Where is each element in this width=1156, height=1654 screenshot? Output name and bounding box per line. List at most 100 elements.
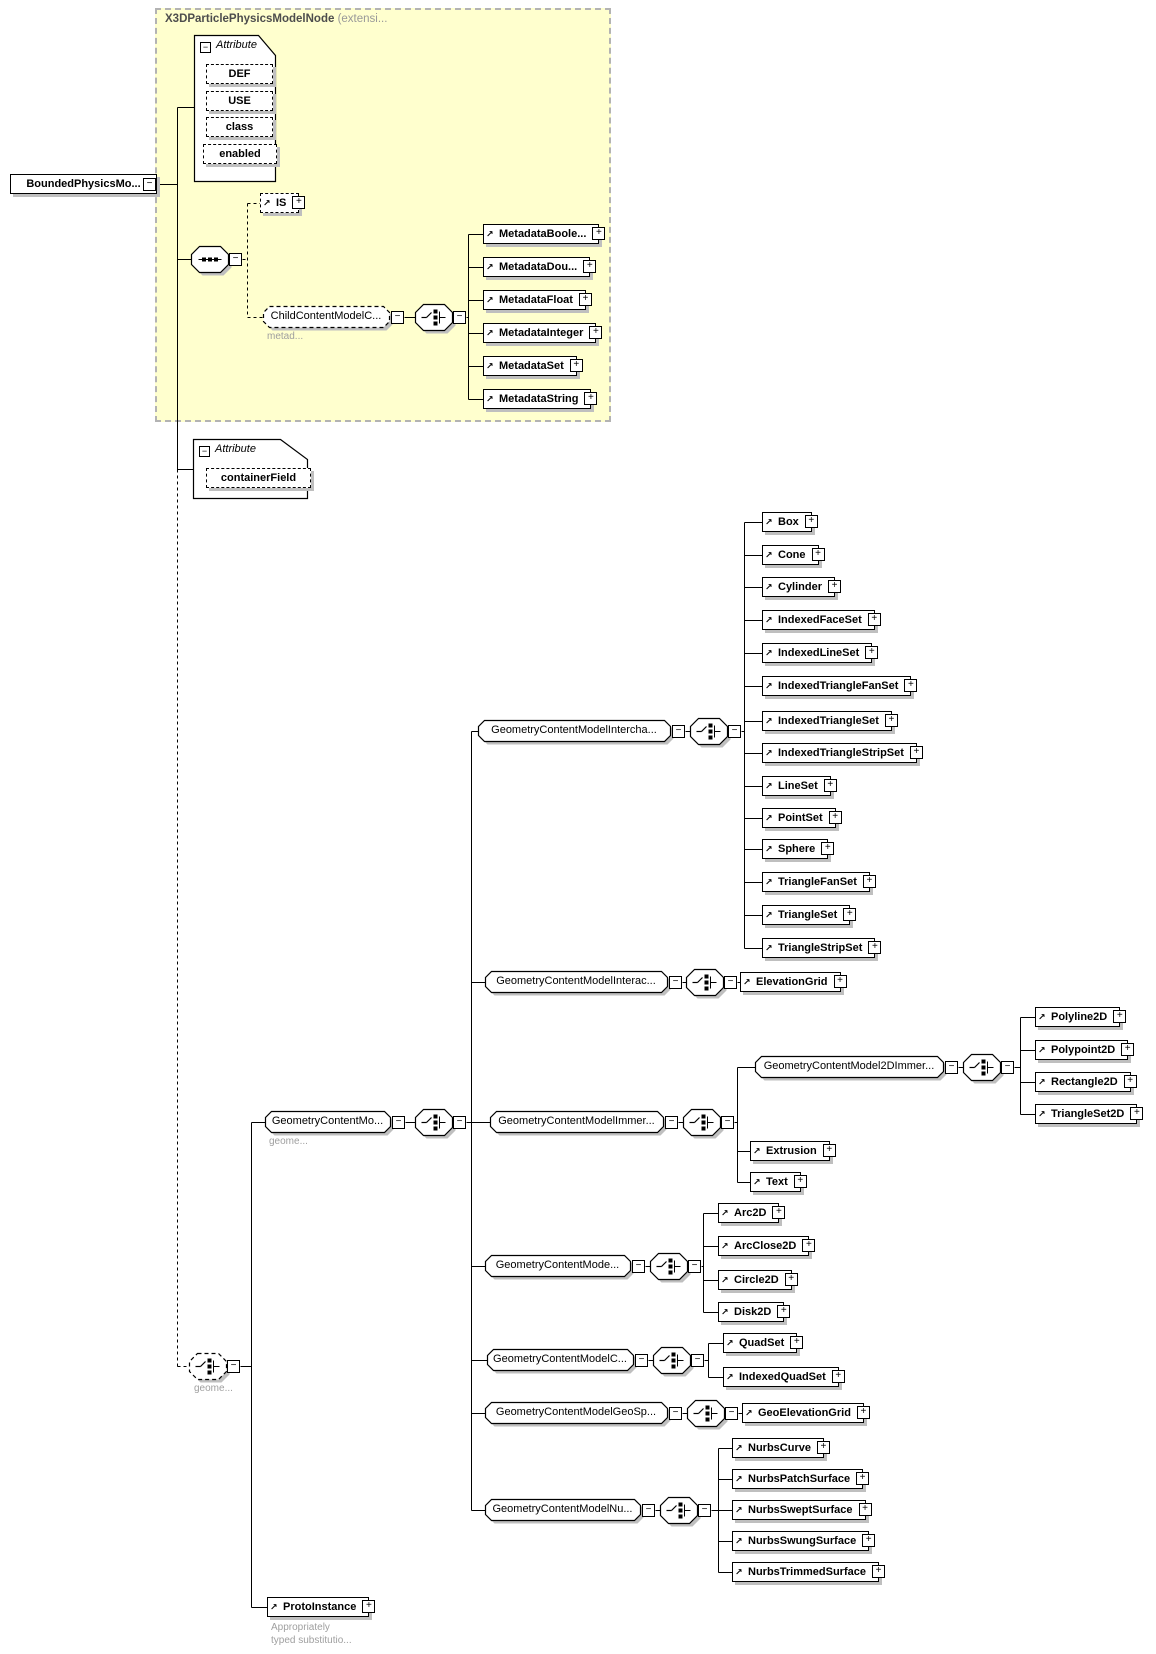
box-expand-button[interactable]: + (804, 515, 818, 528)
polyline2d[interactable]: ↗Polyline2D+ (1035, 1007, 1127, 1027)
polyline2d-expand-button[interactable]: + (1113, 1010, 1127, 1023)
nurbs-trimmed-surface[interactable]: ↗NurbsTrimmedSurface+ (732, 1562, 885, 1582)
use[interactable]: USE (206, 91, 273, 111)
geometry-interactive-collapse-button[interactable]: − (669, 976, 682, 989)
geometry-geospatial[interactable]: GeometryContentModelGeoSp... (495, 1406, 657, 1418)
nurbs-patch-surface-expand-button[interactable]: + (856, 1472, 870, 1485)
root[interactable]: BoundedPhysicsMo... (10, 174, 157, 194)
metadata-boolean-expand-button[interactable]: + (592, 227, 606, 240)
indexed-triangle-strip-set[interactable]: ↗IndexedTriangleStripSet+ (762, 743, 923, 763)
cylinder-expand-button[interactable]: + (828, 580, 842, 593)
disk2d[interactable]: ↗Disk2D+ (718, 1302, 791, 1322)
choice-metadata-collapse-button[interactable]: − (453, 311, 466, 324)
geometry-cad-collapse-button[interactable]: − (635, 1354, 648, 1367)
triangle-fan-set[interactable]: ↗TriangleFanSet+ (762, 872, 876, 892)
choice-cad-collapse-button[interactable]: − (691, 1354, 704, 1367)
metadata-float[interactable]: ↗MetadataFloat+ (483, 290, 592, 310)
geometry-interchange[interactable]: GeometryContentModelIntercha... (491, 724, 657, 736)
geometry-content-model-collapse-button[interactable]: − (392, 1116, 405, 1129)
enabled[interactable]: enabled (203, 144, 277, 164)
geometry-immersive[interactable]: GeometryContentModelImmer... (498, 1115, 655, 1127)
metadata-boolean[interactable]: ↗MetadataBoole...+ (483, 224, 606, 244)
triangle-set2d-expand-button[interactable]: + (1130, 1107, 1144, 1120)
container-field[interactable]: containerField (206, 468, 311, 488)
extrusion[interactable]: ↗Extrusion+ (750, 1141, 836, 1161)
geo-elevation-grid-expand-button[interactable]: + (856, 1406, 870, 1419)
quad-set[interactable]: ↗QuadSet+ (723, 1333, 804, 1353)
geometry-geospatial-collapse-button[interactable]: − (669, 1407, 682, 1420)
indexed-quad-set[interactable]: ↗IndexedQuadSet+ (723, 1367, 845, 1387)
indexed-triangle-strip-set-expand-button[interactable]: + (909, 746, 923, 759)
quad-set-expand-button[interactable]: + (790, 1336, 804, 1349)
arc2d-expand-button[interactable]: + (772, 1206, 786, 1219)
indexed-quad-set-expand-button[interactable]: + (831, 1370, 845, 1383)
triangle-set2d[interactable]: ↗TriangleSet2D+ (1035, 1104, 1144, 1124)
indexed-triangle-set[interactable]: ↗IndexedTriangleSet+ (762, 711, 898, 731)
circle2d-expand-button[interactable]: + (784, 1273, 798, 1286)
box[interactable]: ↗Box+ (762, 512, 818, 532)
geometry-nurbs-collapse-button[interactable]: − (642, 1504, 655, 1517)
geometry-cad[interactable]: GeometryContentModelC... (493, 1353, 627, 1365)
elevation-grid-expand-button[interactable]: + (833, 975, 847, 988)
nurbs-swung-surface-expand-button[interactable]: + (862, 1534, 876, 1547)
nurbs-trimmed-surface-expand-button[interactable]: + (871, 1565, 885, 1578)
proto-instance-expand-button[interactable]: + (362, 1600, 376, 1613)
elevation-grid[interactable]: ↗ElevationGrid+ (740, 972, 847, 992)
choice-interchange-collapse-button[interactable]: − (728, 725, 741, 738)
is-expand-button[interactable]: + (292, 196, 306, 209)
geometry-2d-interchange[interactable]: GeometryContentMode... (495, 1259, 620, 1271)
arc-close2d-expand-button[interactable]: + (802, 1239, 816, 1252)
rectangle2d-expand-button[interactable]: + (1123, 1075, 1137, 1088)
choice-immersive-collapse-button[interactable]: − (721, 1116, 734, 1129)
geo-elevation-grid[interactable]: ↗GeoElevationGrid+ (742, 1403, 870, 1423)
metadata-set[interactable]: ↗MetadataSet+ (483, 356, 583, 376)
triangle-fan-set-expand-button[interactable]: + (862, 875, 876, 888)
point-set-expand-button[interactable]: + (828, 811, 842, 824)
choice-2d-immersive-collapse-button[interactable]: − (1001, 1061, 1014, 1074)
class[interactable]: class (206, 117, 273, 137)
indexed-triangle-set-expand-button[interactable]: + (884, 714, 898, 727)
indexed-triangle-fan-set-expand-button[interactable]: + (904, 679, 918, 692)
text-expand-button[interactable]: + (793, 1175, 807, 1188)
geometry-interactive[interactable]: GeometryContentModelInterac... (496, 975, 656, 987)
child-content-model-collapse-button[interactable]: − (391, 311, 404, 324)
geometry-immersive-collapse-button[interactable]: − (665, 1116, 678, 1129)
geometry-content-model[interactable]: GeometryContentMo... (271, 1115, 384, 1127)
metadata-double-expand-button[interactable]: + (583, 260, 597, 273)
metadata-string[interactable]: ↗MetadataString+ (483, 389, 598, 409)
polypoint2d-expand-button[interactable]: + (1121, 1043, 1135, 1056)
geometry-2d-immersive-collapse-button[interactable]: − (945, 1061, 958, 1074)
triangle-set[interactable]: ↗TriangleSet+ (762, 905, 857, 925)
nurbs-swept-surface-expand-button[interactable]: + (858, 1503, 872, 1516)
polypoint2d[interactable]: ↗Polypoint2D+ (1035, 1040, 1135, 1060)
circle2d[interactable]: ↗Circle2D+ (718, 1270, 798, 1290)
arc2d[interactable]: ↗Arc2D+ (718, 1203, 786, 1223)
nurbs-curve-expand-button[interactable]: + (816, 1441, 830, 1454)
extrusion-expand-button[interactable]: + (822, 1144, 836, 1157)
cone[interactable]: ↗Cone+ (762, 545, 825, 565)
disk2d-expand-button[interactable]: + (777, 1305, 791, 1318)
text[interactable]: ↗Text+ (750, 1172, 807, 1192)
root-collapse-button[interactable]: − (143, 178, 156, 191)
indexed-face-set-expand-button[interactable]: + (867, 613, 881, 626)
cylinder[interactable]: ↗Cylinder+ (762, 577, 842, 597)
line-set-expand-button[interactable]: + (823, 779, 837, 792)
cone-expand-button[interactable]: + (811, 548, 825, 561)
choice-interactive-collapse-button[interactable]: − (724, 976, 737, 989)
sphere[interactable]: ↗Sphere+ (762, 839, 835, 859)
nurbs-patch-surface[interactable]: ↗NurbsPatchSurface+ (732, 1469, 870, 1489)
rectangle2d[interactable]: ↗Rectangle2D+ (1035, 1072, 1137, 1092)
sequence-compositor-collapse-button[interactable]: − (229, 253, 242, 266)
choice-main-collapse-button[interactable]: − (453, 1116, 466, 1129)
nurbs-curve[interactable]: ↗NurbsCurve+ (732, 1438, 830, 1458)
point-set[interactable]: ↗PointSet+ (762, 808, 842, 828)
metadata-integer-expand-button[interactable]: + (589, 326, 603, 339)
choice-nurbs-collapse-button[interactable]: − (698, 1504, 711, 1517)
indexed-triangle-fan-set[interactable]: ↗IndexedTriangleFanSet+ (762, 676, 918, 696)
choice-2d-interchange-collapse-button[interactable]: − (688, 1260, 701, 1273)
is[interactable]: ↗IS+ (260, 193, 306, 213)
triangle-strip-set[interactable]: ↗TriangleStripSet+ (762, 938, 882, 958)
attributes-collapse-icon[interactable]: − (199, 446, 210, 457)
geometry-2d-interchange-collapse-button[interactable]: − (632, 1260, 645, 1273)
sphere-expand-button[interactable]: + (821, 842, 835, 855)
